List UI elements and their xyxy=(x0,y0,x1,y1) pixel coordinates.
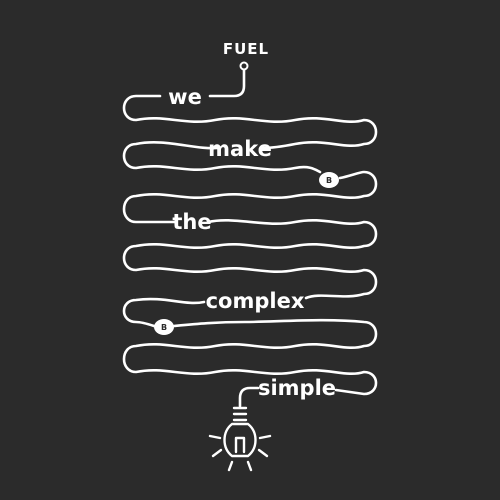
bitcoin-badge-icon: B xyxy=(319,172,339,188)
wavy-line xyxy=(122,64,378,408)
word-we: we xyxy=(168,85,202,109)
badge-label: B xyxy=(326,176,332,185)
badge-label: B xyxy=(161,323,167,332)
word-simple: simple xyxy=(258,376,336,400)
lightbulb-icon xyxy=(208,406,272,472)
word-make: make xyxy=(208,137,272,161)
word-the: the xyxy=(172,210,211,234)
start-dot xyxy=(239,61,249,71)
word-complex: complex xyxy=(206,289,305,313)
fuel-logo: FUEL xyxy=(223,40,269,58)
bitcoin-badge-icon: B xyxy=(154,319,174,335)
